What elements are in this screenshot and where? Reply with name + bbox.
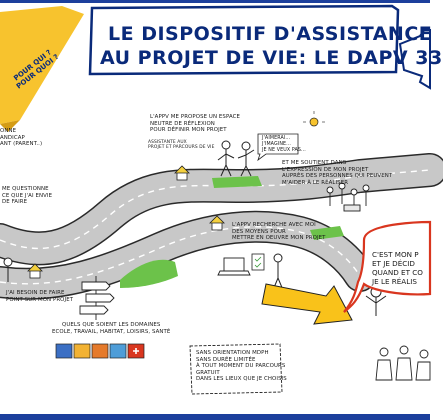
lightbulb-icon [303, 111, 325, 127]
house-icon [27, 263, 43, 279]
domain-icons [55, 343, 145, 359]
quote-bubble [343, 220, 432, 313]
home-icon [91, 343, 109, 359]
domains-text: QUELS QUE SOIENT LES DOMAINES ECOLE, TRA… [52, 322, 171, 335]
support-text: ET ME SOUTIENT DANS L'EXPRESSION DE MON … [282, 160, 393, 186]
title-line-1: LE DISPOSITIF D'ASSISTANCE [108, 23, 433, 45]
apv-definition: ASSISTANTE AUX PROJET ET PARCOURS DE VIE [148, 140, 215, 151]
grass-patch [212, 176, 262, 188]
road-lower-center-line [0, 226, 361, 285]
corner-banner-shape [0, 6, 84, 124]
progress-arrow [261, 283, 353, 325]
road-center-line [0, 169, 431, 250]
top-border [0, 0, 430, 3]
checklist-icon [251, 253, 265, 271]
corner-banner-fold [0, 120, 20, 132]
house-icon [174, 165, 190, 181]
grass-patch [310, 226, 344, 240]
signpost-icon [79, 276, 115, 320]
house-icon [209, 215, 225, 231]
group-figures [326, 182, 370, 212]
person-figure [3, 257, 13, 282]
person-figure [272, 253, 284, 291]
title-line-2: AU PROJET DE VIE: LE DAPV 33 [100, 47, 443, 69]
need-text: J'AI BESOIN DE FAIRE POINT SUR MON PROJE… [6, 290, 74, 303]
quote-bubble-text: C'EST MON P ET JE DÉCID QUAND ET CO JE L… [372, 250, 423, 286]
means-text: L'APPV RECHERCHE AVEC MOI DES MOYENS POU… [232, 222, 326, 242]
laptop-icon [217, 257, 251, 276]
speech-bubble-text: J'AIMERAI... J'IMAGINE... JE NE VEUX PAS… [262, 136, 306, 153]
speech-bubble [257, 133, 299, 162]
leisure-icon [109, 343, 127, 359]
bottom-border [0, 414, 430, 420]
title-frame [88, 4, 400, 76]
conditions-text: SANS ORIENTATION MDPH SANS DURÉE LIMITÉE… [196, 350, 287, 383]
person-description: ONNE ANDICAP ANT (PARENT..) [0, 128, 43, 148]
questioning-text: ME QUESTIONNE CE QUE J'AI ENVIE DE FAIRE [2, 186, 53, 206]
arrow-shape [398, 29, 431, 90]
work-icon [73, 343, 91, 359]
grass-patch [120, 259, 178, 288]
conditions-box [189, 343, 283, 395]
apv-space-text: L'APPV ME PROPOSE UN ESPACE NEUTRE DE RÉ… [150, 114, 241, 134]
meeting-figures [217, 140, 255, 177]
school-icon [55, 343, 73, 359]
crowd-figures [375, 345, 431, 381]
